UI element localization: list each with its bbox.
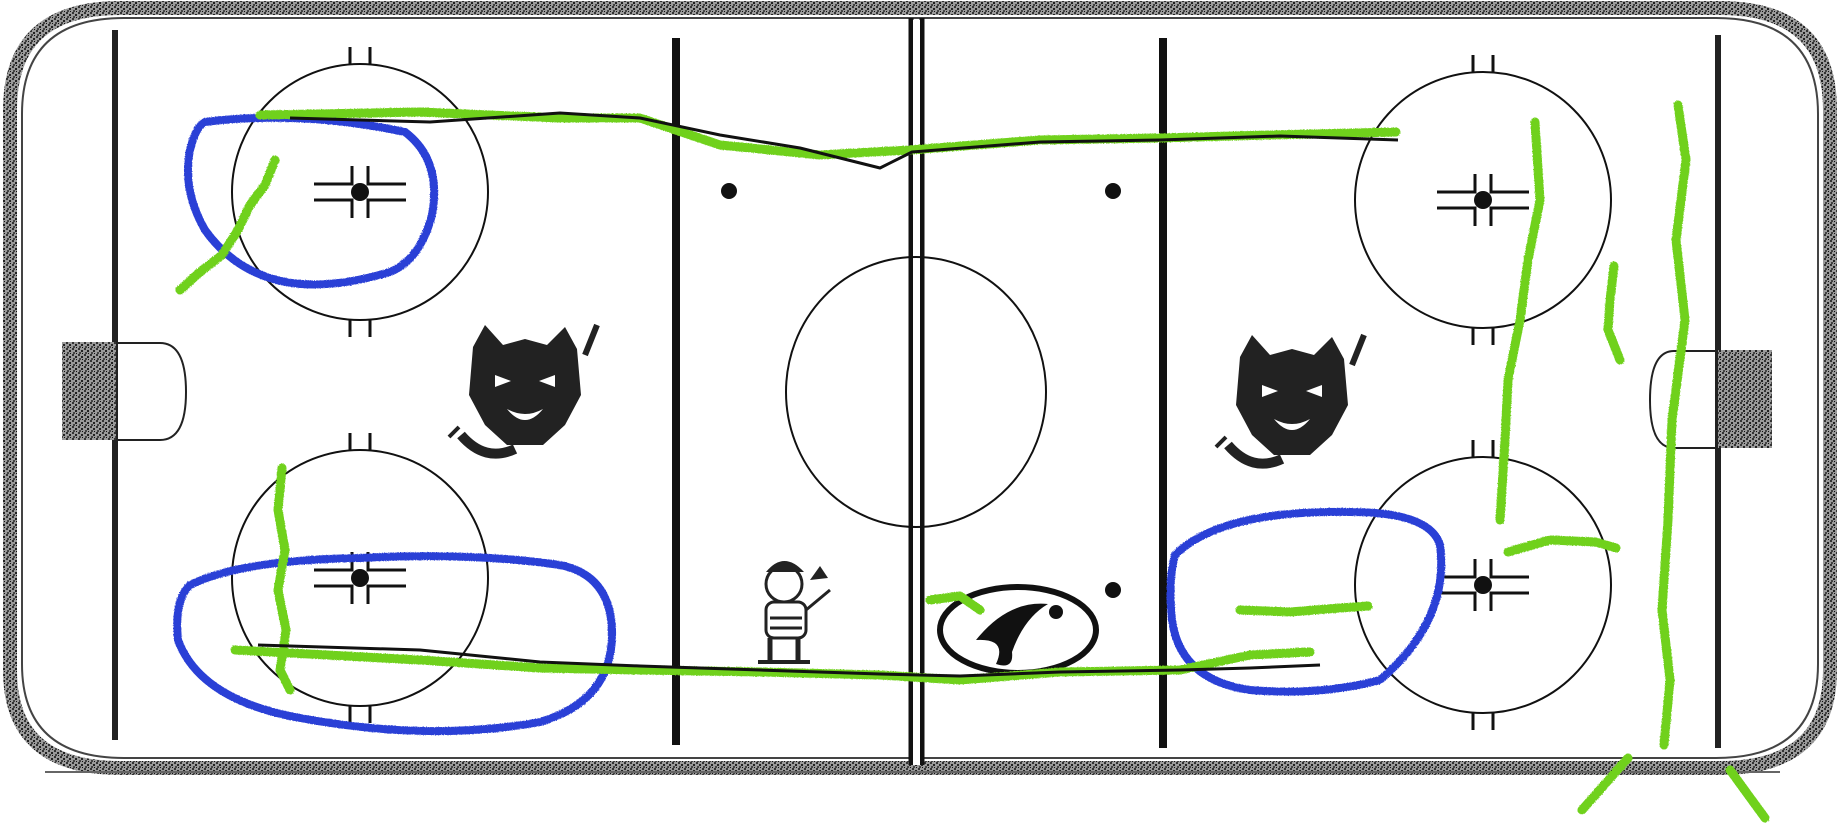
faceoff-dot xyxy=(1474,576,1492,594)
faceoff-l-mark xyxy=(314,586,352,604)
faceoff-circle-bottom-right xyxy=(1355,440,1611,730)
neutral-dot-top-right xyxy=(1105,183,1121,199)
faceoff-l-mark xyxy=(1437,208,1475,226)
faceoff-l-mark xyxy=(368,586,406,604)
neutral-dot-top-left xyxy=(721,183,737,199)
neutral-dot-bottom-right xyxy=(1105,582,1121,598)
green-right-vertical-1 xyxy=(1500,122,1540,520)
net-left xyxy=(62,342,116,440)
green-right-short xyxy=(1608,266,1620,360)
faceoff-circle-bottom-left xyxy=(232,433,488,723)
faceoff-circle-top-left xyxy=(232,47,488,337)
blue-loop-bottom-left xyxy=(177,556,612,731)
faceoff-l-mark xyxy=(1491,174,1529,192)
faceoff-dot xyxy=(1474,191,1492,209)
faceoff-l-mark xyxy=(314,200,352,218)
faceoff-l-mark xyxy=(1491,559,1529,577)
wolf-mascot-icon xyxy=(1216,335,1364,464)
faceoff-l-mark xyxy=(314,166,352,184)
faceoff-dot xyxy=(351,183,369,201)
faceoff-l-mark xyxy=(368,166,406,184)
green-bottom-flare-right xyxy=(1730,770,1765,818)
cartoon-mascot-icon xyxy=(758,561,830,662)
green-right-vertical-2 xyxy=(1662,105,1686,745)
faceoff-l-mark xyxy=(1491,208,1529,226)
green-marker-strokes xyxy=(180,105,1765,818)
crease-left xyxy=(116,343,186,440)
faceoff-circle-top-right xyxy=(1355,55,1611,345)
faceoff-l-mark xyxy=(1491,593,1529,611)
center-line-gap xyxy=(913,20,920,765)
faceoff-dot xyxy=(351,569,369,587)
faceoff-l-mark xyxy=(1437,593,1475,611)
crease-right xyxy=(1650,351,1718,448)
green-top-lane xyxy=(260,112,1396,155)
faceoff-l-mark xyxy=(368,200,406,218)
net-right xyxy=(1718,350,1772,448)
faceoff-l-mark xyxy=(1437,174,1475,192)
green-right-inner xyxy=(1240,606,1368,612)
green-right-horizontal xyxy=(1508,540,1616,552)
wolf-mascot-icon xyxy=(449,325,597,454)
